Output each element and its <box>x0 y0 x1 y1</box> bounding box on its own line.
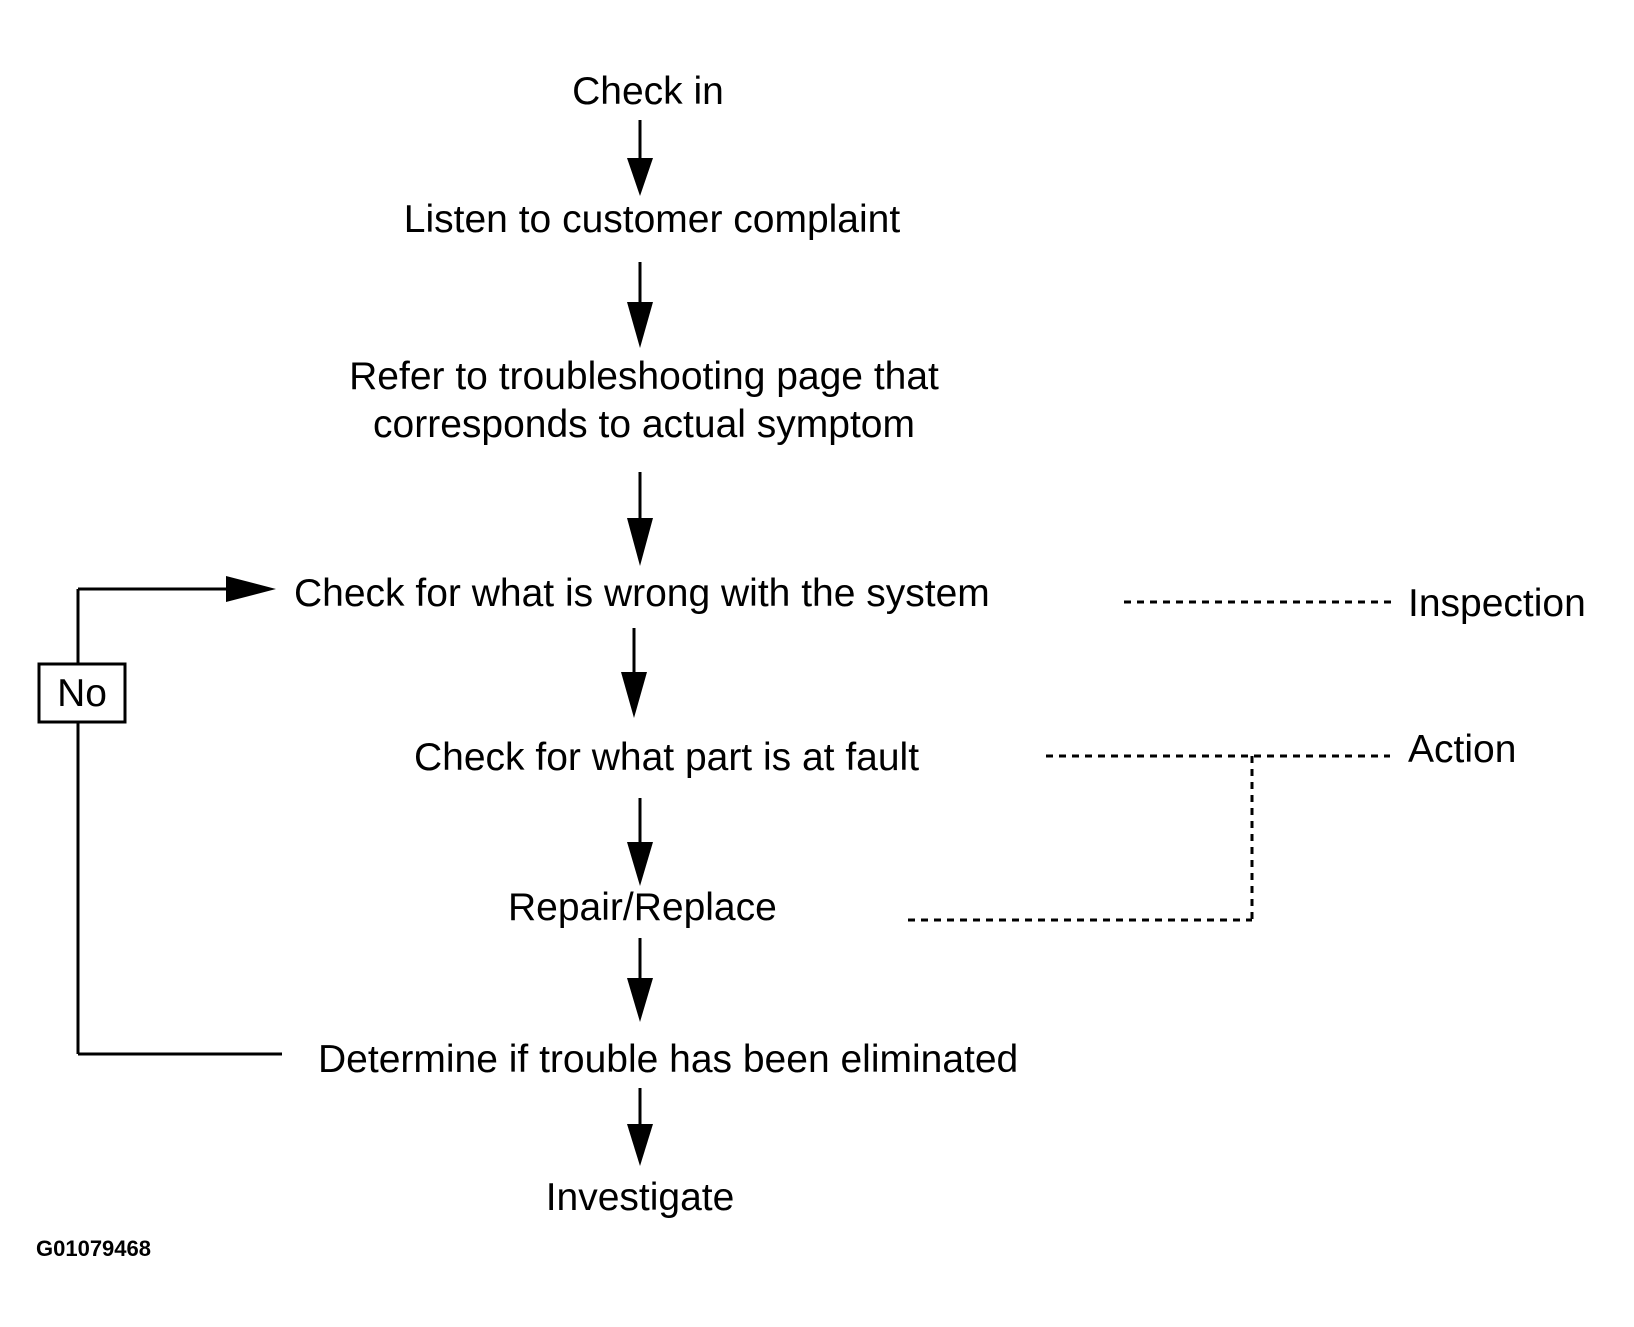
loop-arrowhead <box>226 576 276 602</box>
arrow-repair-to-determine <box>627 938 653 1022</box>
step-check-system: Check for what is wrong with the system <box>294 572 990 615</box>
figure-code: G01079468 <box>36 1236 151 1261</box>
action-leader <box>908 754 1390 922</box>
arrow-refer-to-check-system <box>627 472 653 566</box>
step-determine: Determine if trouble has been eliminated <box>318 1038 1018 1081</box>
annotation-inspection: Inspection <box>1408 582 1586 625</box>
no-label-box: No <box>37 662 127 724</box>
no-label: No <box>57 672 107 715</box>
feedback-loop-no <box>76 576 282 1056</box>
annotation-action: Action <box>1408 728 1516 771</box>
step-repair-replace: Repair/Replace <box>508 886 777 929</box>
step-listen: Listen to customer complaint <box>404 198 901 241</box>
arrow-check-in-to-listen <box>627 120 653 196</box>
step-refer-line-2: corresponds to actual symptom <box>373 403 915 446</box>
step-investigate: Investigate <box>546 1176 735 1219</box>
step-refer-line-1: Refer to troubleshooting page that <box>349 355 939 398</box>
step-check-part: Check for what part is at fault <box>414 736 919 779</box>
arrow-check-system-to-check-part <box>621 628 647 718</box>
step-check-in: Check in <box>572 70 724 113</box>
arrow-check-part-to-repair <box>627 798 653 886</box>
arrow-determine-to-investigate <box>627 1088 653 1166</box>
arrow-listen-to-refer <box>627 262 653 348</box>
